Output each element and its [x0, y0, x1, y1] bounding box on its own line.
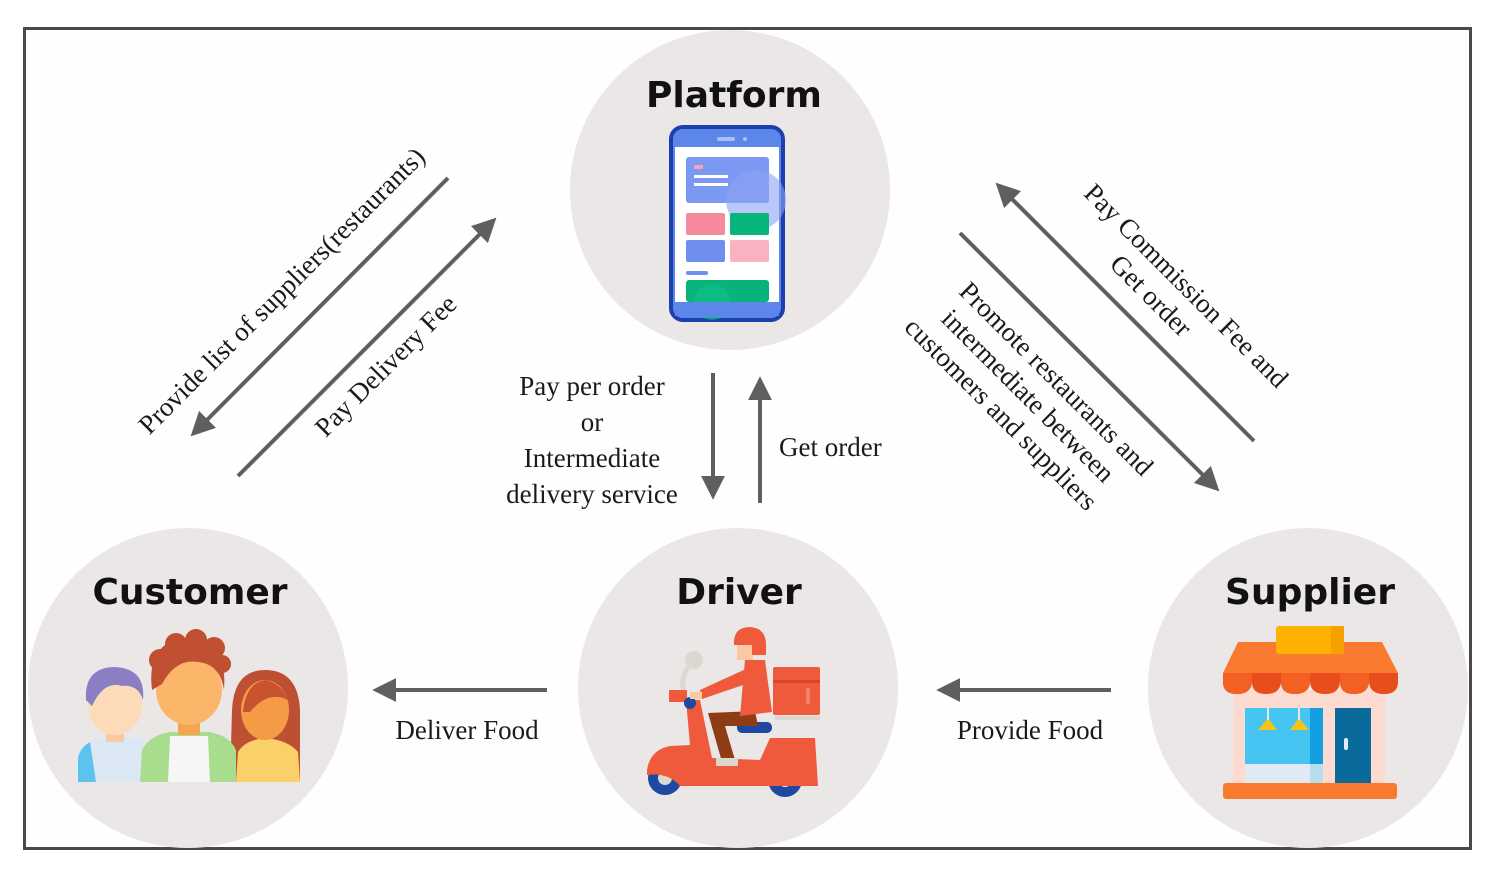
delivery-scooter-icon: [647, 627, 820, 797]
storefront-icon: [1223, 626, 1398, 799]
label-pay-commission: Pay Commission Fee and Get order: [1078, 178, 1294, 394]
label-provide-food: Provide Food: [957, 715, 1104, 745]
platform-node: Platform: [570, 30, 890, 350]
label-provide-suppliers-list: Provide list of suppliers(restaurants): [132, 141, 431, 440]
people-group-icon: [78, 629, 300, 782]
customer-node: Customer: [28, 528, 348, 848]
label-pay-delivery-fee: Pay Delivery Fee: [309, 289, 463, 443]
label-pay-per-order-line2: or: [581, 407, 604, 437]
label-deliver-food: Deliver Food: [395, 715, 539, 745]
label-pay-per-order-line4: delivery service: [506, 479, 678, 509]
label-pay-per-order: Pay per order or Intermediate delivery s…: [506, 371, 678, 509]
customer-title: Customer: [92, 572, 287, 613]
platform-title: Platform: [646, 75, 822, 116]
label-pay-per-order-line3: Intermediate: [524, 443, 660, 473]
driver-title: Driver: [676, 572, 802, 613]
label-pay-per-order-line1: Pay per order: [519, 371, 664, 401]
supplier-node: Supplier: [1148, 528, 1468, 848]
arrow-customer-to-platform: [236, 217, 497, 478]
supplier-title: Supplier: [1225, 572, 1395, 613]
label-pay-commission-line1: Pay Commission Fee and: [1078, 178, 1294, 394]
smartphone-app-icon: [669, 125, 786, 322]
driver-node: Driver: [578, 528, 898, 848]
label-get-order: Get order: [779, 432, 882, 462]
arrow-supplier-to-platform: [995, 182, 1256, 443]
arrow-platform-to-customer: [190, 176, 450, 437]
arrow-platform-to-supplier: [958, 231, 1220, 492]
